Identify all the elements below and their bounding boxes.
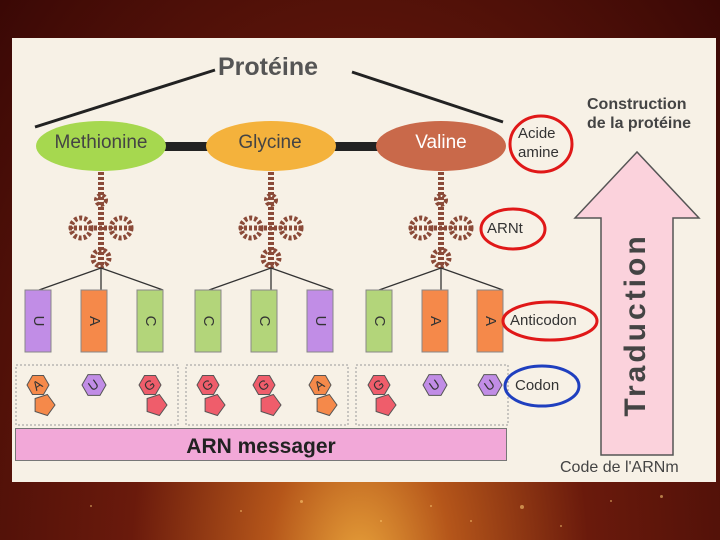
background-sparkle — [430, 505, 432, 507]
trna-branch-line — [440, 267, 504, 291]
trna-loop — [434, 193, 448, 207]
acide-amine-line2: amine — [518, 144, 559, 161]
background-sparkle — [240, 510, 242, 512]
background-sparkle — [660, 495, 663, 498]
codon-ring-top — [308, 375, 332, 395]
anticodon-base-letter: C — [256, 316, 273, 327]
background-sparkle — [380, 520, 382, 522]
highlight-arnt — [479, 207, 547, 251]
codon-ring-top — [367, 375, 391, 395]
codon-ring-bottom — [146, 393, 168, 417]
trna-branch-line — [38, 267, 102, 291]
trna-loop — [94, 193, 108, 207]
codon-group-box — [15, 364, 179, 426]
codon-ring-bottom — [34, 393, 56, 417]
trna-anticodon-loop — [260, 247, 282, 269]
acide-amine-line1: Acide — [518, 125, 556, 142]
anticodon-label: Anticodon — [510, 312, 577, 329]
codon-ring — [477, 374, 503, 396]
background-sparkle — [300, 500, 303, 503]
background-sparkle — [520, 505, 524, 509]
codon-ring-bottom — [375, 393, 397, 417]
codon-ring-top — [252, 375, 276, 395]
peptide-bond — [333, 142, 380, 151]
background-sparkle — [90, 505, 92, 507]
codon-ring-bottom — [204, 393, 226, 417]
amino-acid-label-glycine: Glycine — [238, 132, 302, 153]
anticodon-base-letter: C — [142, 316, 159, 327]
anticodon-base-letter: A — [86, 316, 103, 326]
mrna-label: ARN messager — [186, 435, 336, 458]
traduction-arrow — [573, 150, 701, 456]
anticodon-base — [194, 289, 222, 353]
background-sparkle — [610, 500, 612, 502]
anticodon-base-letter: C — [200, 316, 217, 327]
codon-ring-top — [26, 375, 50, 395]
anticodon-base — [306, 289, 334, 353]
trna-loop — [264, 193, 278, 207]
codon-group-box — [185, 364, 349, 426]
anticodon-base — [476, 289, 504, 353]
codon-label: Codon — [515, 377, 560, 394]
anticodon-base — [80, 289, 108, 353]
anticodon-base-letter: A — [427, 316, 444, 326]
anticodon-base — [250, 289, 278, 353]
background-sparkle — [560, 525, 562, 527]
codon-ring-top — [138, 375, 162, 395]
amino-acid-oval — [36, 121, 166, 171]
codon-ring-top — [196, 375, 220, 395]
bracket-line-left — [34, 68, 216, 129]
codon-ring — [422, 374, 448, 396]
anticodon-base — [24, 289, 52, 353]
anticodon-base-letter: C — [371, 316, 388, 327]
trna-anticodon-loop — [430, 247, 452, 269]
anticodon-base-letter: U — [30, 316, 47, 327]
mrna-strand: ARN messager — [15, 428, 507, 461]
construction-line2: de la protéine — [587, 115, 692, 132]
codon-ring-bottom — [316, 393, 338, 417]
codon-ring-bottom — [260, 393, 282, 417]
highlight-acide-amine — [508, 114, 574, 174]
amino-acid-label-methionine: Methionine — [54, 132, 148, 153]
amino-acid-oval — [206, 121, 336, 171]
anticodon-base-letter: U — [312, 316, 329, 327]
background-sparkle — [470, 520, 472, 522]
code-arnm-label: Code de l'ARNm — [560, 459, 679, 476]
anticodon-base — [421, 289, 449, 353]
anticodon-base — [365, 289, 393, 353]
highlight-codon — [503, 364, 581, 408]
codon-ring — [81, 374, 107, 396]
trna-branch-line — [100, 267, 164, 291]
protein-title: Protéine — [218, 53, 319, 81]
anticodon-base-letter: A — [482, 316, 499, 326]
trna-anticodon-loop — [90, 247, 112, 269]
amino-acid-label-valine: Valine — [415, 132, 467, 153]
construction-line1: Construction — [587, 96, 687, 113]
trna-branch-line — [378, 267, 442, 291]
bracket-line-right — [351, 70, 504, 124]
trna-branch-line — [208, 267, 272, 291]
traduction-arrow-label: Traduction — [619, 233, 652, 417]
highlight-anticodon — [501, 300, 599, 342]
peptide-bond — [163, 142, 209, 151]
construction-label: Construction de la protéine — [587, 95, 691, 133]
acide-amine-label: Acide amine — [518, 124, 559, 162]
anticodon-base — [136, 289, 164, 353]
trna-branch-line — [270, 267, 334, 291]
arnt-label: ARNt — [487, 220, 523, 237]
amino-acid-oval — [376, 121, 506, 171]
